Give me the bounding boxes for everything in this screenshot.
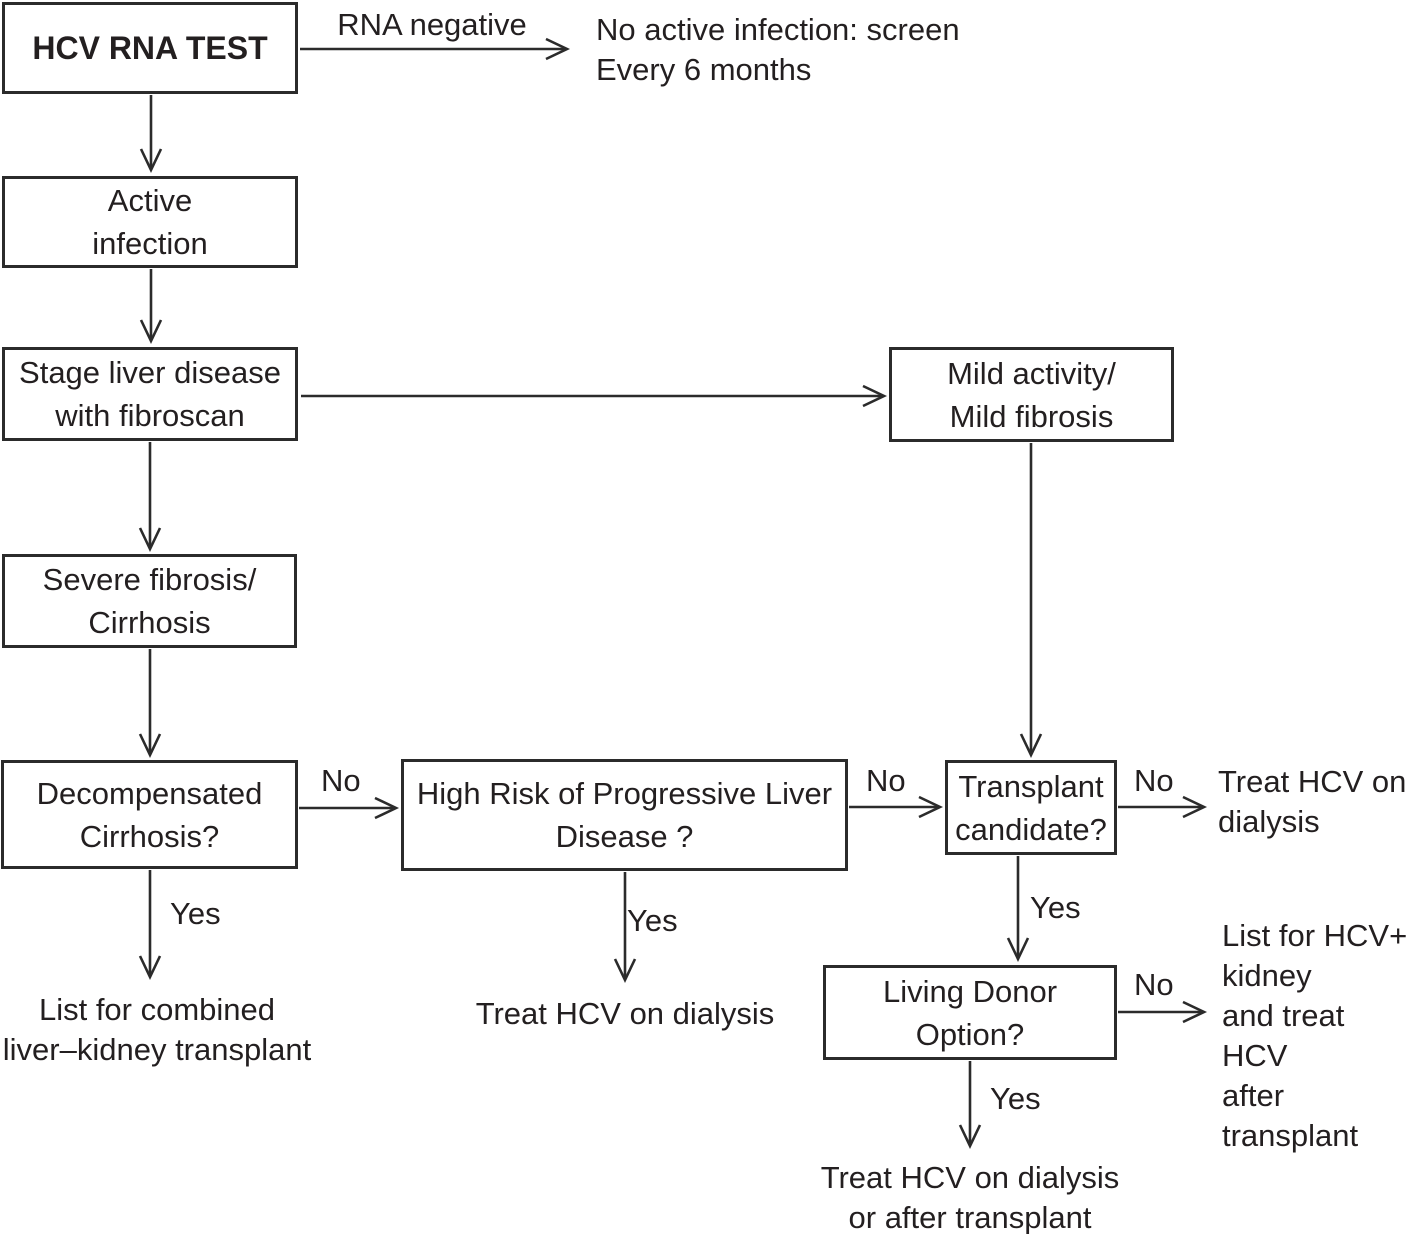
box-severe-fibrosis: Severe fibrosis/ Cirrhosis [2,554,297,648]
label-yes-highrisk: Yes [627,903,678,938]
label-yes-transplant: Yes [1030,890,1081,925]
label-yes-livingdonor: Yes [990,1081,1041,1116]
label-yes-decompensated: Yes [170,896,221,931]
outcome-no-active-infection: No active infection: screen Every 6 mont… [596,12,960,87]
box-active-infection: Active infection [2,176,298,268]
label-no-livingdonor: No [1134,967,1174,1002]
outcome-treat-hcv-on-dialysis-right: Treat HCV on dialysis [1218,764,1407,839]
outcome-treat-hcv-on-dialysis-mid: Treat HCV on dialysis [475,996,775,1031]
outcome-treat-hcv-dialysis-or-after-transplant: Treat HCV on dialysis or after transplan… [820,1160,1120,1234]
box-decompensated-cirrhosis: Decompensated Cirrhosis? [1,760,298,869]
outcome-list-hcv-positive-kidney: List for HCV+ kidney and treat HCV after… [1222,918,1408,1153]
outcome-list-combined-liver-kidney-transplant: List for combined liver–kidney transplan… [2,992,312,1067]
label-no-transplant: No [1134,763,1174,798]
box-transplant-candidate: Transplant candidate? [945,760,1117,855]
label-no-decompensated: No [321,763,361,798]
box-mild-activity: Mild activity/ Mild fibrosis [889,347,1174,442]
label-no-highrisk: No [866,763,906,798]
box-living-donor-option: Living Donor Option? [823,965,1117,1060]
box-hcv-rna-test: HCV RNA TEST [2,2,298,94]
box-high-risk-progressive-liver-disease: High Risk of Progressive Liver Disease ? [401,759,848,871]
label-rna-negative: RNA negative [337,7,527,42]
box-stage-liver-disease: Stage liver disease with fibroscan [2,347,298,441]
